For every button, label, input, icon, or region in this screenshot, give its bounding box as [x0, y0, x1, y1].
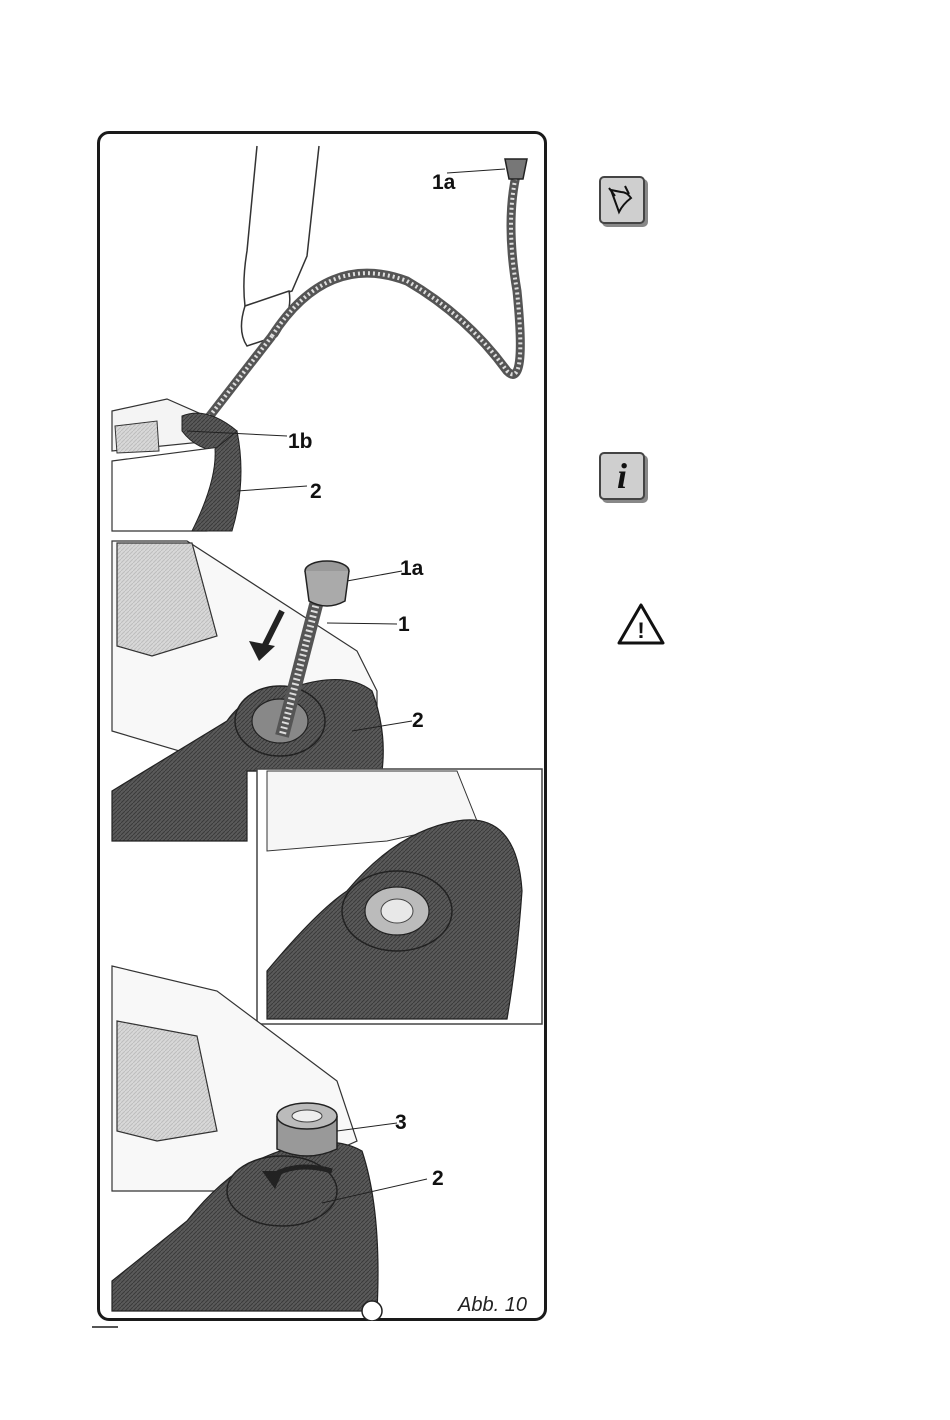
panel-hose-insert — [112, 146, 527, 531]
callout-3: 3 — [395, 1112, 407, 1133]
callout-2-top: 2 — [310, 481, 322, 502]
warning-glyph: ! — [637, 618, 644, 643]
refill-illustration — [97, 131, 547, 1321]
callout-2-mid: 2 — [412, 710, 424, 731]
callout-1b: 1b — [288, 431, 313, 452]
callout-1-mid: 1 — [398, 614, 410, 635]
info-icon: i — [599, 452, 645, 500]
environment-note-icon — [599, 176, 645, 224]
callout-1a-top: 1a — [432, 172, 455, 193]
info-glyph: i — [601, 454, 643, 498]
callout-2-bottom: 2 — [432, 1168, 444, 1189]
bottom-rule — [92, 1326, 118, 1328]
inset-filler-closeup — [257, 769, 542, 1024]
warning-triangle-icon: ! — [616, 602, 666, 646]
figure-caption: Abb. 10 — [458, 1294, 527, 1317]
callout-1a-mid: 1a — [400, 558, 423, 579]
